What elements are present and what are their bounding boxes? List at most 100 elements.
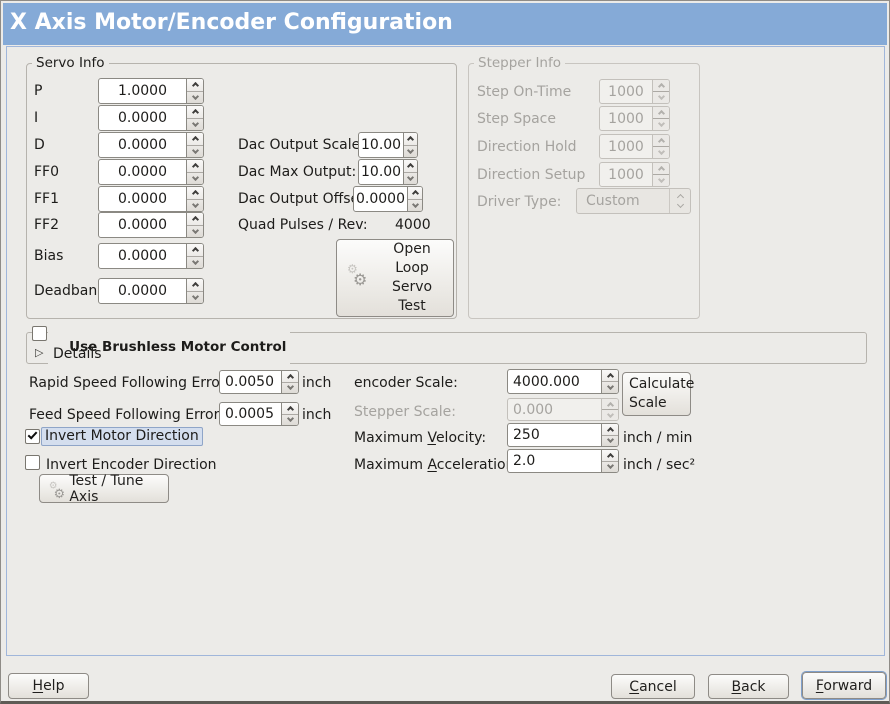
servo-ff0-input[interactable]: 0.0000 xyxy=(98,159,204,185)
test-tune-axis-label: Test / Tune Axis xyxy=(69,472,144,505)
dialog-titlebar: X Axis Motor/Encoder Configuration xyxy=(3,3,887,45)
maximum-acceleration-input[interactable]: 2.0 xyxy=(507,449,619,473)
spin-down-icon[interactable] xyxy=(187,146,203,158)
spin-down-icon[interactable] xyxy=(187,257,203,269)
cancel-button[interactable]: Cancel xyxy=(611,674,695,699)
servo-i-input[interactable]: 0.0000 xyxy=(98,105,204,131)
spin-down-icon[interactable] xyxy=(602,436,618,447)
direction-setup-value: 1000 xyxy=(608,166,644,183)
invert-motor-direction-checkbox[interactable] xyxy=(25,429,40,444)
brushless-frame xyxy=(26,332,867,364)
back-button[interactable]: Back xyxy=(708,674,789,699)
spin-down-icon[interactable] xyxy=(408,200,422,212)
maximum-velocity-label: Maximum Velocity: xyxy=(354,430,487,446)
combo-arrows-icon xyxy=(669,189,690,213)
servo-bias-input[interactable]: 0.0000 xyxy=(98,243,204,269)
spin-up-icon[interactable] xyxy=(282,403,298,415)
spin-down-icon xyxy=(653,175,669,186)
spin-up-icon xyxy=(653,80,669,92)
use-brushless-checkbox[interactable] xyxy=(32,326,47,341)
spin-up-icon[interactable] xyxy=(187,79,203,92)
spin-up-icon[interactable] xyxy=(282,371,298,383)
servo-p-input[interactable]: 1.0000 xyxy=(98,78,204,104)
spin-down-icon[interactable] xyxy=(187,292,203,304)
forward-button[interactable]: Forward xyxy=(802,672,886,699)
spin-up-icon[interactable] xyxy=(602,370,618,382)
step-space-spinner xyxy=(652,107,669,130)
expander-triangle-icon[interactable]: ▷ xyxy=(35,346,44,359)
feed-following-error-unit: inch xyxy=(302,407,332,423)
rapid-following-error-input[interactable]: 0.0050 xyxy=(219,370,299,394)
direction-setup-label: Direction Setup xyxy=(477,167,586,183)
driver-type-value: Custom xyxy=(586,193,640,209)
spin-up-icon[interactable] xyxy=(602,424,618,436)
servo-info-frame xyxy=(26,63,457,319)
spin-down-icon[interactable] xyxy=(187,200,203,212)
spin-down-icon[interactable] xyxy=(282,415,298,426)
cancel-button-label: Cancel xyxy=(629,678,677,695)
spin-up-icon[interactable] xyxy=(187,106,203,119)
servo-ff2-input[interactable]: 0.0000 xyxy=(98,212,204,238)
rapid-following-error-value: 0.0050 xyxy=(225,374,274,390)
dac-output-scale-input[interactable]: 10.00 xyxy=(358,132,418,158)
spin-up-icon[interactable] xyxy=(187,160,203,173)
spin-up-icon[interactable] xyxy=(187,279,203,292)
spin-down-icon[interactable] xyxy=(602,382,618,393)
servo-d-spinner xyxy=(186,133,203,157)
servo-deadband-label: Deadband xyxy=(34,283,107,299)
open-loop-servo-test-button[interactable]: ⚙⚙ Open Loop Servo Test xyxy=(336,239,454,317)
maximum-acceleration-spinner xyxy=(601,450,618,472)
spin-down-icon[interactable] xyxy=(187,119,203,131)
encoder-scale-input[interactable]: 4000.000 xyxy=(507,369,619,394)
dac-output-offset-input[interactable]: 0.0000 xyxy=(353,186,423,212)
spin-down-icon[interactable] xyxy=(187,173,203,185)
calculate-scale-button[interactable]: Calculate Scale xyxy=(622,372,694,416)
spin-up-icon[interactable] xyxy=(187,244,203,257)
feed-following-error-label: Feed Speed Following Error: xyxy=(29,407,224,423)
help-button[interactable]: Help xyxy=(8,673,89,699)
servo-d-input[interactable]: 0.0000 xyxy=(98,132,204,158)
servo-deadband-spinner xyxy=(186,279,203,303)
test-tune-axis-button[interactable]: ⚙⚙ Test / Tune Axis xyxy=(39,472,169,505)
spin-down-icon[interactable] xyxy=(404,173,417,185)
spin-up-icon[interactable] xyxy=(187,213,203,226)
servo-deadband-input[interactable]: 0.0000 xyxy=(98,278,204,304)
spin-up-icon[interactable] xyxy=(187,187,203,200)
spin-down-icon[interactable] xyxy=(282,383,298,394)
direction-hold-value: 1000 xyxy=(608,138,644,155)
spin-down-icon[interactable] xyxy=(404,146,417,158)
feed-following-error-spinner xyxy=(281,403,298,425)
spin-down-icon[interactable] xyxy=(187,92,203,104)
servo-ff1-spinner xyxy=(186,187,203,211)
servo-i-spinner xyxy=(186,106,203,130)
maximum-velocity-spinner xyxy=(601,424,618,446)
spin-up-icon[interactable] xyxy=(602,450,618,462)
step-on-time-input: 1000 xyxy=(599,79,670,104)
servo-ff1-input[interactable]: 0.0000 xyxy=(98,186,204,212)
spin-down-icon xyxy=(653,119,669,130)
encoder-scale-value: 4000.000 xyxy=(513,373,580,390)
servo-ff1-label: FF1 xyxy=(34,191,60,207)
servo-deadband-value: 0.0000 xyxy=(118,283,167,299)
feed-following-error-input[interactable]: 0.0005 xyxy=(219,402,299,426)
invert-motor-direction-label[interactable]: Invert Motor Direction xyxy=(41,427,203,446)
spin-up-icon[interactable] xyxy=(408,187,422,200)
dac-output-scale-value: 10.00 xyxy=(361,137,402,153)
maximum-acceleration-label: Maximum Acceleration: xyxy=(354,457,520,473)
spin-up-icon[interactable] xyxy=(404,160,417,173)
invert-encoder-direction-checkbox[interactable] xyxy=(25,455,40,470)
invert-encoder-direction-label[interactable]: Invert Encoder Direction xyxy=(46,457,217,473)
maximum-acceleration-value: 2.0 xyxy=(513,453,536,469)
maximum-velocity-input[interactable]: 250 xyxy=(507,423,619,447)
dac-max-output-value: 10.00 xyxy=(361,164,402,180)
spin-up-icon[interactable] xyxy=(404,133,417,146)
step-space-value: 1000 xyxy=(608,110,644,127)
stepper-scale-value: 0.000 xyxy=(513,401,554,418)
stepper-info-frame xyxy=(468,63,700,319)
details-expander-label[interactable]: Details xyxy=(53,346,102,362)
spin-up-icon[interactable] xyxy=(187,133,203,146)
spin-down-icon[interactable] xyxy=(187,226,203,238)
dac-max-output-input[interactable]: 10.00 xyxy=(358,159,418,185)
spin-down-icon[interactable] xyxy=(602,462,618,473)
encoder-scale-spinner xyxy=(601,370,618,393)
